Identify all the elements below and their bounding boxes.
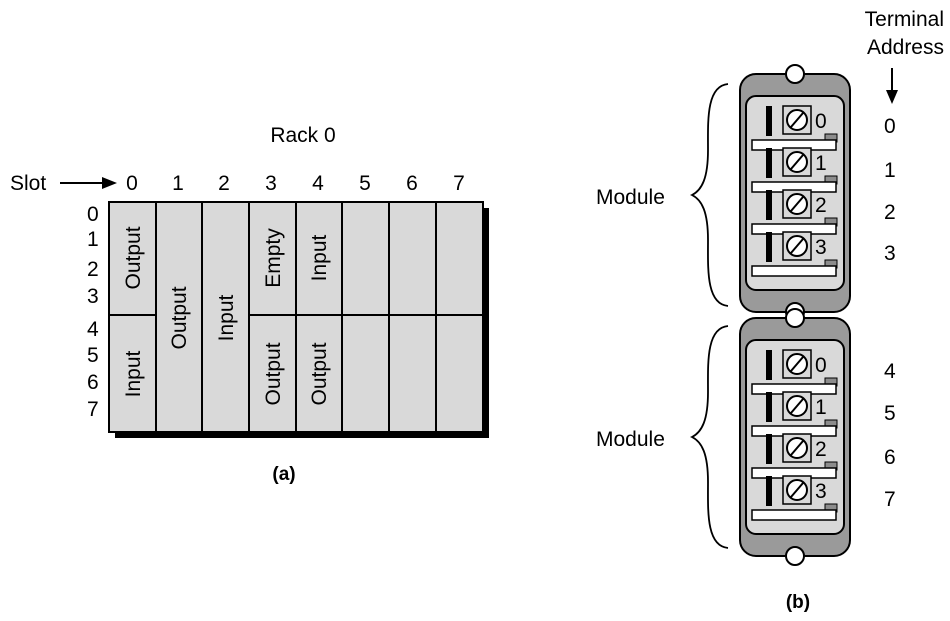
module-label-2: Module — [596, 428, 665, 451]
row-number-6: 6 — [87, 371, 99, 394]
terminal-number: 3 — [815, 480, 827, 503]
rack-diagram: Rack 0 Slot 0 1 2 3 4 5 6 7 0 1 2 3 4 5 … — [10, 124, 489, 485]
wire-strip — [751, 509, 837, 521]
terminal-bar — [766, 148, 772, 178]
terminal-3: 3 — [751, 475, 838, 521]
module-brace-2 — [689, 325, 729, 549]
terminal-0: 0 — [751, 105, 838, 151]
modules: 0 1 2 3 0 1 2 3 — [739, 64, 851, 566]
cell-slot0-top: Output — [122, 226, 145, 289]
terminal-bar — [766, 434, 772, 464]
terminal-number: 0 — [815, 354, 827, 377]
rack-grid-lines — [109, 202, 483, 432]
module-notch-top — [785, 308, 805, 328]
terminal-number: 3 — [815, 236, 827, 259]
address-0: 0 — [884, 115, 896, 138]
row-number-2: 2 — [87, 258, 99, 281]
module-notch-bottom — [785, 546, 805, 566]
terminal-number: 1 — [815, 396, 827, 419]
address-labels: 0 1 2 3 4 5 6 7 — [884, 115, 896, 511]
cell-slot1: Output — [168, 286, 191, 349]
terminal-address-header-line1: Terminal — [865, 8, 944, 31]
cell-slot4-bottom: Output — [308, 342, 331, 405]
slot-number-0: 0 — [126, 172, 138, 195]
row-number-7: 7 — [87, 398, 99, 421]
address-6: 6 — [884, 446, 896, 469]
row-number-1: 1 — [87, 228, 99, 251]
screw-slot — [790, 482, 804, 498]
rack-title: Rack 0 — [270, 124, 335, 147]
caption-b: (b) — [786, 592, 810, 613]
io-module-2: 0 1 2 3 — [739, 308, 851, 566]
slot-number-6: 6 — [406, 172, 418, 195]
cell-slot3-top: Empty — [262, 228, 285, 288]
slot-label: Slot — [10, 172, 46, 195]
screw-slot — [790, 154, 804, 170]
terminal-1: 1 — [751, 147, 838, 193]
terminal-number: 2 — [815, 438, 827, 461]
terminal-bar — [766, 106, 772, 136]
terminal-number: 1 — [815, 152, 827, 175]
terminal-1: 1 — [751, 391, 838, 437]
slot-number-4: 4 — [312, 172, 324, 195]
slot-number-2: 2 — [218, 172, 230, 195]
wire-strip — [751, 265, 837, 277]
slot-number-1: 1 — [172, 172, 184, 195]
module-label-1: Module — [596, 186, 665, 209]
screw-slot — [790, 398, 804, 414]
address-5: 5 — [884, 402, 896, 425]
terminal-bar — [766, 190, 772, 220]
row-number-3: 3 — [87, 285, 99, 308]
address-2: 2 — [884, 201, 896, 224]
slot-arrow-head — [102, 177, 117, 189]
terminal-bar — [766, 476, 772, 506]
module-brace-1 — [689, 83, 729, 307]
cell-slot3-bottom: Output — [262, 342, 285, 405]
caption-a: (a) — [272, 464, 295, 485]
terminal-bar — [766, 392, 772, 422]
slot-number-5: 5 — [359, 172, 371, 195]
screw-slot — [790, 196, 804, 212]
terminal-address-header-line2: Address — [867, 36, 944, 59]
screw-slot — [790, 356, 804, 372]
screw-slot — [790, 112, 804, 128]
row-number-4: 4 — [87, 318, 99, 341]
address-4: 4 — [884, 360, 896, 383]
address-arrow-head — [886, 90, 898, 104]
row-number-5: 5 — [87, 344, 99, 367]
address-7: 7 — [884, 488, 896, 511]
terminal-number: 2 — [815, 194, 827, 217]
module-diagram: Terminal Address Module Module 01230123 … — [596, 8, 944, 613]
io-module-1: 0 1 2 3 — [739, 64, 851, 322]
screw-slot — [790, 238, 804, 254]
row-number-0: 0 — [87, 203, 99, 226]
terminal-bar — [766, 232, 772, 262]
terminal-number: 0 — [815, 110, 827, 133]
slot-numbers: 0 1 2 3 4 5 6 7 — [126, 172, 465, 195]
cell-slot0-bottom: Input — [122, 350, 145, 397]
screw-slot — [790, 440, 804, 456]
terminal-3: 3 — [751, 231, 838, 277]
slot-number-3: 3 — [265, 172, 277, 195]
cell-slot4-top: Input — [308, 234, 331, 281]
cell-slot2: Input — [215, 294, 238, 341]
slot-number-7: 7 — [453, 172, 465, 195]
module-notch-top — [785, 64, 805, 84]
address-3: 3 — [884, 242, 896, 265]
row-numbers: 0 1 2 3 4 5 6 7 — [87, 203, 99, 421]
address-1: 1 — [884, 159, 896, 182]
terminal-bar — [766, 350, 772, 380]
